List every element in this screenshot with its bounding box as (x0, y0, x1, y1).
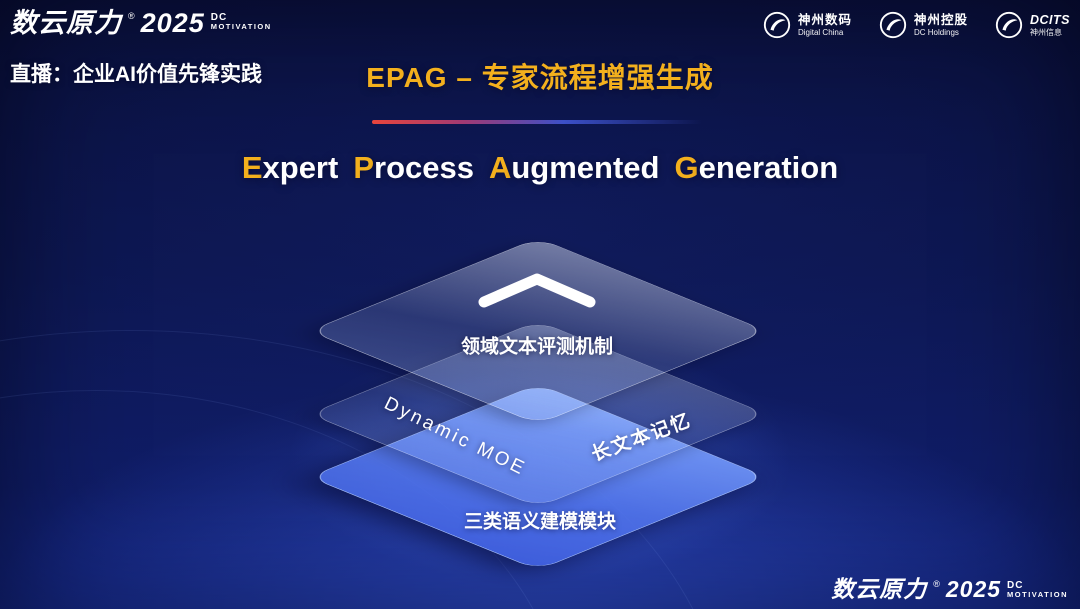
partner-logo-text: DCITS 神州信息 (1030, 13, 1070, 37)
brand-subtitle: DC MOTIVATION (1007, 581, 1068, 599)
digital-china-logo-icon (763, 11, 791, 39)
partner-logo-digital-china: 神州数码 Digital China (762, 10, 852, 40)
partner-name: 神州数码 (797, 13, 852, 28)
bottom-layer-label: 三类语义建模模块 (463, 511, 617, 533)
registered-mark: ® (128, 11, 135, 21)
slide-title-cn: EPAG – 专家流程增强生成 (366, 62, 714, 93)
partner-logo-dc-holdings: 神州控股 DC Holdings (878, 10, 968, 40)
chevron-up-icon (478, 273, 596, 308)
brand-year: 2025 (945, 576, 1002, 602)
partner-subtitle: DC Holdings (913, 27, 959, 37)
partner-name: DCITS (1030, 13, 1070, 28)
gradient-divider (372, 120, 702, 124)
slide-title-en: Expert Process Augmented Generation (0, 150, 1080, 186)
partner-logos: 神州数码 Digital China 神州控股 DC Holdings DCIT… (762, 10, 1070, 40)
brand-name: 数云原力 (831, 576, 928, 602)
brand-subtitle-top: DC (210, 12, 228, 23)
partner-logo-text: 神州控股 DC Holdings (914, 13, 968, 37)
brand-name: 数云原力 (10, 8, 122, 38)
title-word: Process (353, 150, 474, 185)
title-word: Generation (674, 150, 839, 185)
dc-holdings-logo-icon (879, 11, 907, 39)
footer-brand-logo: 数云原力 ® 2025 DC MOTIVATION (831, 578, 1068, 601)
brand-logo: 数云原力 ® 2025 DC MOTIVATION (10, 10, 272, 37)
title-word: Augmented (488, 150, 660, 185)
brand-subtitle: DC MOTIVATION (211, 13, 272, 31)
top-layer-label: 领域文本评测机制 (460, 336, 614, 358)
registered-mark: ® (933, 579, 940, 589)
partner-subtitle: Digital China (797, 27, 844, 37)
brand-year: 2025 (140, 8, 205, 38)
partner-logo-dcits: DCITS 神州信息 (994, 10, 1070, 40)
partner-logo-text: 神州数码 Digital China (798, 13, 852, 37)
brand-subtitle-bottom: MOTIVATION (210, 22, 272, 31)
title-word: Expert (241, 150, 339, 185)
partner-name: 神州控股 (913, 13, 968, 28)
partner-subtitle: 神州信息 (1030, 27, 1062, 37)
dcits-logo-icon (995, 11, 1023, 39)
brand-subtitle-top: DC (1007, 580, 1024, 591)
live-stream-title: 直播：企业AI价值先锋实践 (10, 63, 262, 86)
brand-subtitle-bottom: MOTIVATION (1007, 590, 1068, 599)
